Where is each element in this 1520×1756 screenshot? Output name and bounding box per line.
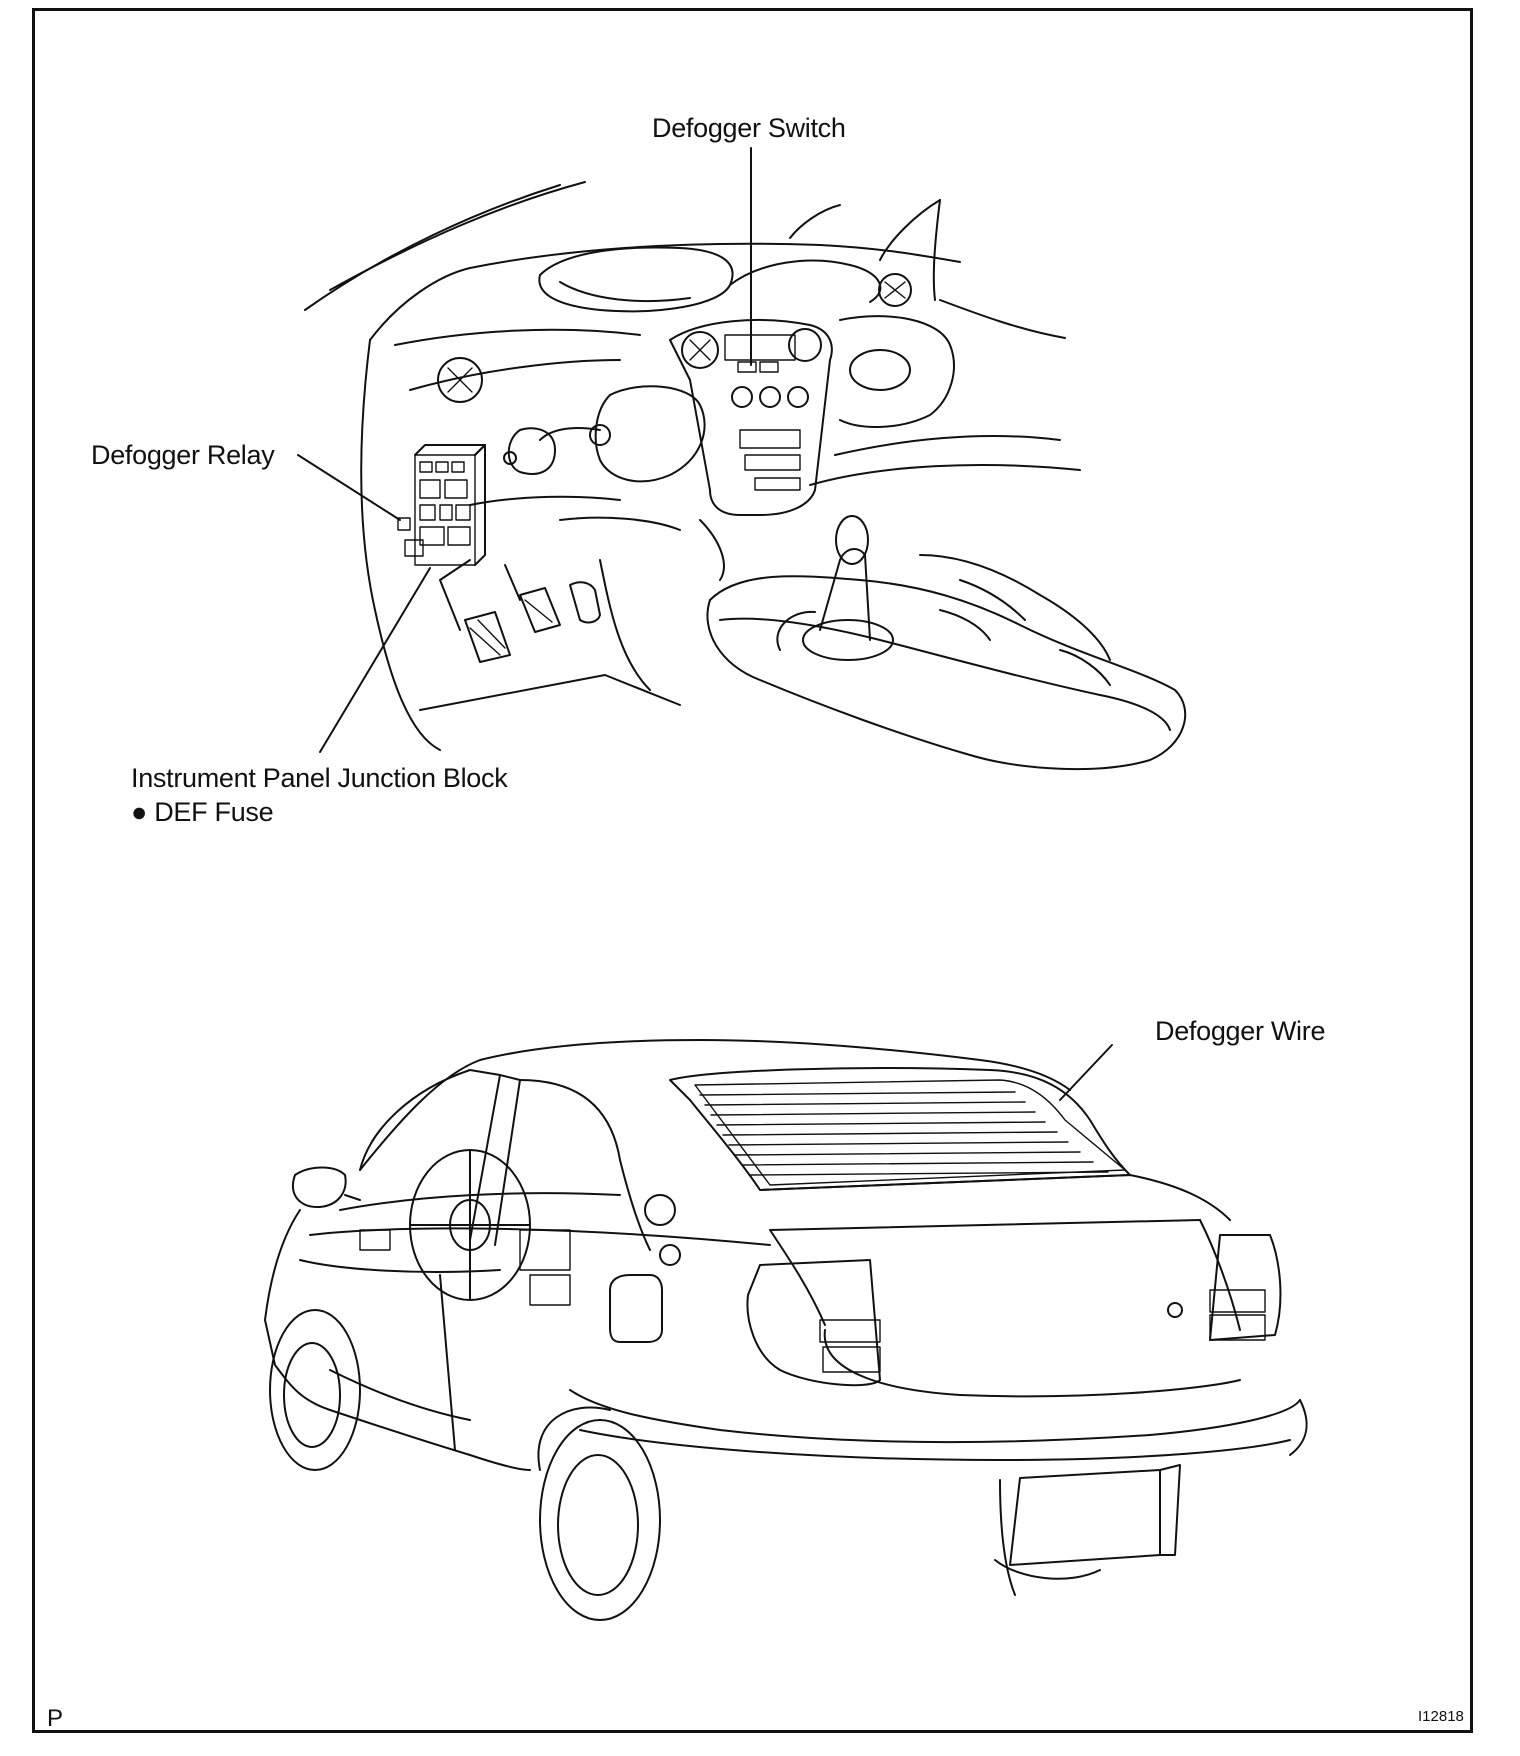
figure-id: I12818 [1418,1708,1464,1725]
dashboard-illustration [297,147,1187,771]
section-mark: P [47,1705,64,1732]
def-fuse-label: ● DEF Fuse [131,797,274,827]
junction-block-label: Instrument Panel Junction Block [131,763,508,793]
defogger-relay-label: Defogger Relay [91,440,275,470]
defogger-wire-label: Defogger Wire [1155,1016,1326,1046]
diagram-frame [32,8,1473,1733]
defogger-switch-label: Defogger Switch [652,113,846,143]
hatchback-rear-illustration [264,1039,1308,1621]
